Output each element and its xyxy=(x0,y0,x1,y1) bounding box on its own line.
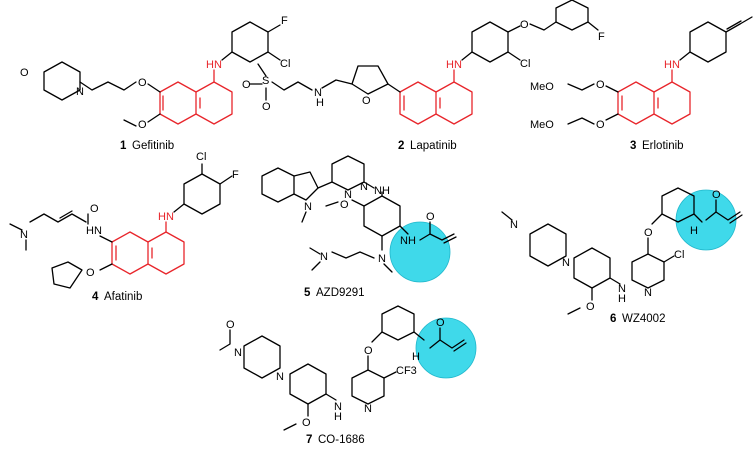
atom-label: O xyxy=(520,19,529,31)
atom-label: N xyxy=(364,403,372,415)
atom-label: F xyxy=(232,169,239,181)
atom-label: H xyxy=(690,225,698,237)
compound-number: 6 xyxy=(610,313,616,325)
atom-label: O xyxy=(302,417,311,429)
atom-label: N xyxy=(510,219,518,231)
structure-gefitinib: HN F Cl O O N O 1 Gefitinib xyxy=(20,15,290,152)
compound-number: 1 xyxy=(120,140,127,152)
atom-label: F xyxy=(281,15,288,27)
atom-label: H xyxy=(618,293,626,305)
atom-label: O xyxy=(138,77,147,89)
atom-label: CF3 xyxy=(396,365,417,377)
atom-label: N xyxy=(344,189,352,201)
structure-azd9291: N N N NH O NH O N N 5 AZD9291 xyxy=(261,155,457,299)
compound-name: WZ4002 xyxy=(622,313,665,325)
compound-number: 5 xyxy=(304,287,311,299)
atom-label: Cl xyxy=(674,249,684,261)
compound-number: 7 xyxy=(306,434,312,446)
atom-label: O xyxy=(596,79,605,91)
atom-label: N xyxy=(618,283,626,295)
atom-label: Cl xyxy=(196,151,206,163)
atom-label: O xyxy=(364,345,373,357)
compound-name: Lapatinib xyxy=(410,140,457,152)
atom-label: HN xyxy=(158,211,174,223)
atom-label: Cl xyxy=(280,58,290,70)
atom-label: Cl xyxy=(520,58,530,70)
atom-label: N xyxy=(276,371,284,383)
atom-label: O xyxy=(20,67,29,79)
atom-label: F xyxy=(598,31,605,43)
atom-label: N xyxy=(314,87,322,99)
structure-wz4002: N N O N H N Cl O H O 6 WZ4002 xyxy=(501,187,743,325)
atom-label: O xyxy=(436,317,445,329)
atom-label: N xyxy=(360,181,368,193)
structure-afatinib: HN F Cl HN O N O 4 Afatinib xyxy=(9,151,239,303)
atom-label: N xyxy=(562,257,570,269)
atom-label: MeO xyxy=(530,81,554,93)
atom-label: O xyxy=(644,227,653,239)
atom-label: O xyxy=(262,101,271,113)
atom-label: HN xyxy=(206,59,222,71)
atom-label: N xyxy=(234,347,242,359)
structure-co1686: O N N O N H N CF3 O H O 7 CO-1686 xyxy=(219,305,477,446)
atom-label: N xyxy=(76,86,84,98)
atom-label: S xyxy=(262,75,269,87)
atom-label: N xyxy=(304,201,312,213)
atom-label: O xyxy=(226,319,235,331)
atom-label: O xyxy=(362,95,371,107)
atom-label: H xyxy=(334,411,342,423)
atom-label: NH xyxy=(400,235,416,247)
compound-name: Gefitinib xyxy=(132,140,174,152)
structure-lapatinib: HN Cl O F O N H S O O 2 Lapatinib xyxy=(242,0,605,152)
compound-number: 2 xyxy=(398,140,404,152)
atom-label: O xyxy=(586,301,595,313)
atom-label: HN xyxy=(664,59,680,71)
compound-name: Afatinib xyxy=(104,291,142,303)
atom-label: N xyxy=(320,251,328,263)
atom-label: O xyxy=(340,199,349,211)
atom-label: O xyxy=(426,211,435,223)
compound-number: 4 xyxy=(92,291,99,303)
acrylamide-highlight xyxy=(389,221,451,283)
compound-number: 3 xyxy=(630,140,636,152)
structure-erlotinib: HN O MeO O MeO 3 Erlotinib xyxy=(530,16,753,152)
atom-label: O xyxy=(242,79,251,91)
atom-label: N xyxy=(334,401,342,413)
compound-name: Erlotinib xyxy=(642,140,684,152)
atom-label: HN xyxy=(446,59,462,71)
atom-label: HN xyxy=(86,225,102,237)
compound-name: AZD9291 xyxy=(316,287,365,299)
atom-label: O xyxy=(90,203,99,215)
atom-label: N xyxy=(378,253,386,265)
atom-label: O xyxy=(712,189,721,201)
atom-label: O xyxy=(86,267,95,279)
atom-label: O xyxy=(138,119,147,131)
atom-label: NH xyxy=(374,185,390,197)
atom-label: H xyxy=(316,97,324,109)
atom-label: N xyxy=(644,287,652,299)
atom-label: O xyxy=(596,119,605,131)
atom-label: H xyxy=(412,351,420,363)
atom-label: MeO xyxy=(530,119,554,131)
acrylamide-highlight xyxy=(415,317,477,379)
atom-label: N xyxy=(20,229,28,241)
compound-name: CO-1686 xyxy=(318,434,365,446)
